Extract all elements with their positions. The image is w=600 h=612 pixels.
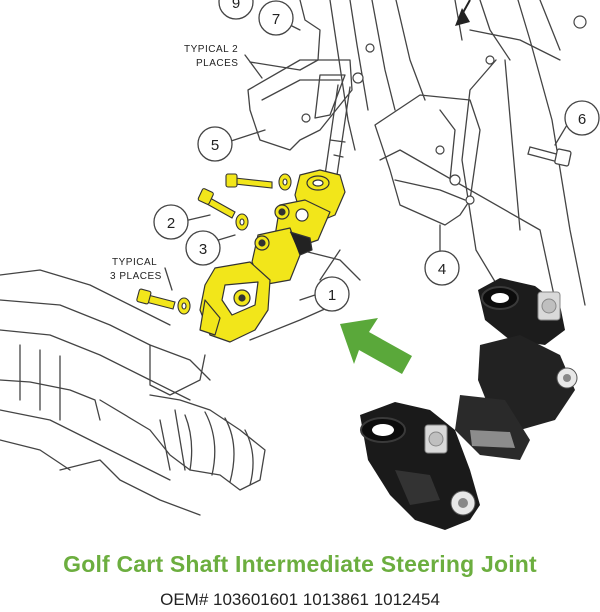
callout-1: 1: [314, 276, 350, 312]
callout-7-label: 7: [272, 11, 280, 28]
note-typical-2-line2: PLACES: [196, 58, 238, 69]
callout-9-label: 9: [232, 0, 240, 12]
note-typical-3-line1: TYPICAL: [112, 257, 157, 268]
callout-9: 9: [218, 0, 254, 20]
frame-hole-markers: [301, 15, 587, 205]
callout-3-label: 3: [199, 241, 207, 258]
note-typical-2-line1: TYPICAL 2: [184, 44, 238, 55]
steering-joint-highlight: [199, 169, 346, 343]
product-title: Golf Cart Shaft Intermediate Steering Jo…: [63, 551, 537, 577]
callout-4: 4: [424, 250, 460, 286]
callout-2: 2: [153, 204, 189, 240]
oem-numbers: OEM# 103601601 1013861 1012454: [160, 590, 440, 609]
note-typical-2-places: TYPICAL 2 PLACES: [184, 44, 238, 69]
callout-4-label: 4: [438, 261, 446, 278]
bolt-6-lineart: [527, 146, 572, 167]
yellow-bolts: [136, 173, 292, 315]
callout-3: 3: [185, 230, 221, 266]
callout-5-label: 5: [211, 137, 219, 154]
callout-2-label: 2: [167, 215, 175, 232]
note-typical-3-line2: 3 PLACES: [110, 271, 162, 282]
down-arrow-icon: [455, 8, 470, 26]
callout-1-label: 1: [328, 287, 336, 304]
note-typical-3-places: TYPICAL 3 PLACES: [110, 257, 162, 282]
product-photo: [360, 278, 578, 530]
callout-5: 5: [197, 126, 233, 162]
callout-6: 6: [564, 100, 600, 136]
callout-6-label: 6: [578, 111, 586, 128]
green-arrow-icon: [340, 318, 412, 374]
callout-7: 7: [258, 0, 294, 36]
